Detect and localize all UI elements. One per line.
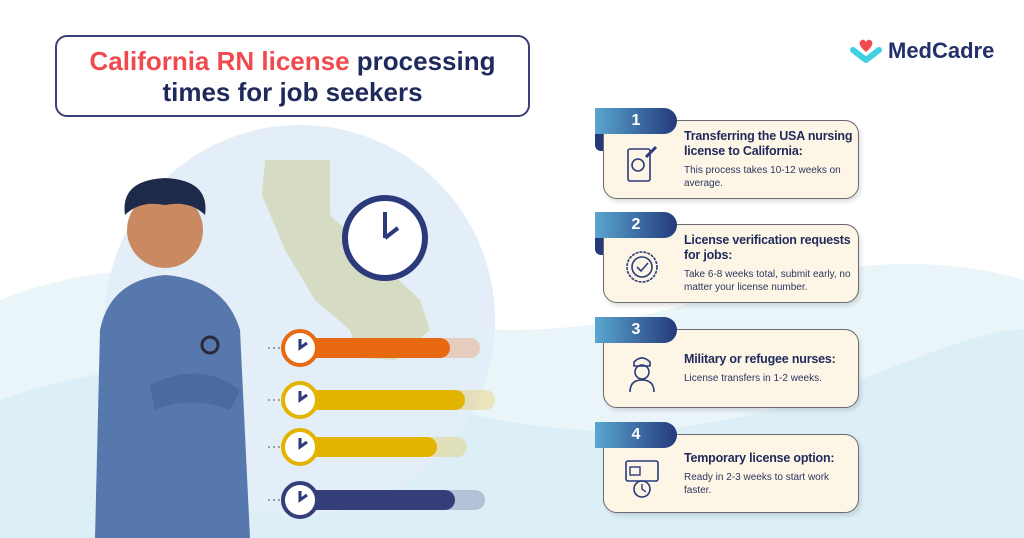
info-card: 4 Temporary license option: Ready in 2-3… xyxy=(595,422,859,513)
card-description: Take 6-8 weeks total, submit early, no m… xyxy=(684,269,851,293)
info-card: 3 Military or refugee nurses: License tr… xyxy=(595,317,859,408)
card-text: Military or refugee nurses: License tran… xyxy=(684,330,854,406)
id-card-clock-icon xyxy=(625,460,659,498)
timeline-bar xyxy=(268,428,467,466)
card-text: Temporary license option: Ready in 2-3 w… xyxy=(684,435,854,511)
clock-icon xyxy=(342,195,428,281)
step-number-badge: 4 xyxy=(595,422,677,448)
card-text: License verification requests for jobs: … xyxy=(684,225,854,301)
info-card: 2 License verification requests for jobs… xyxy=(595,212,859,303)
nurse-icon xyxy=(629,357,655,393)
timeline-bar xyxy=(268,381,495,419)
california-map xyxy=(262,160,430,360)
step-number-badge: 2 xyxy=(595,212,677,238)
title-highlight: California RN license xyxy=(89,46,350,76)
card-text: Transferring the USA nursing license to … xyxy=(684,121,854,197)
page-title: California RN license processing times f… xyxy=(55,35,530,117)
card-description: Ready in 2-3 weeks to start work faster. xyxy=(684,471,830,496)
card-title: Temporary license option: xyxy=(684,450,835,465)
verified-seal-icon xyxy=(626,251,658,283)
timeline-bar xyxy=(268,481,485,519)
card-title: License verification requests for jobs: xyxy=(684,233,851,262)
timeline-bar xyxy=(268,329,480,367)
certificate-stamp-icon xyxy=(627,145,658,182)
info-card: 1 Transferring the USA nursing license t… xyxy=(595,108,859,199)
heart-hand-icon xyxy=(850,39,882,63)
step-number-badge: 3 xyxy=(595,317,677,343)
title-text: processing xyxy=(356,46,496,76)
card-description: This process takes 10-12 weeks on averag… xyxy=(684,165,841,189)
card-description: License transfers in 1-2 weeks. xyxy=(684,373,822,384)
title-line2: times for job seekers xyxy=(162,77,423,107)
step-number-badge: 1 xyxy=(595,108,677,134)
medcadre-logo: MedCadre xyxy=(850,38,994,64)
nurse-figure xyxy=(95,178,250,538)
brand-name: MedCadre xyxy=(888,38,995,63)
card-title: Transferring the USA nursing license to … xyxy=(684,129,853,158)
card-title: Military or refugee nurses: xyxy=(684,352,836,366)
